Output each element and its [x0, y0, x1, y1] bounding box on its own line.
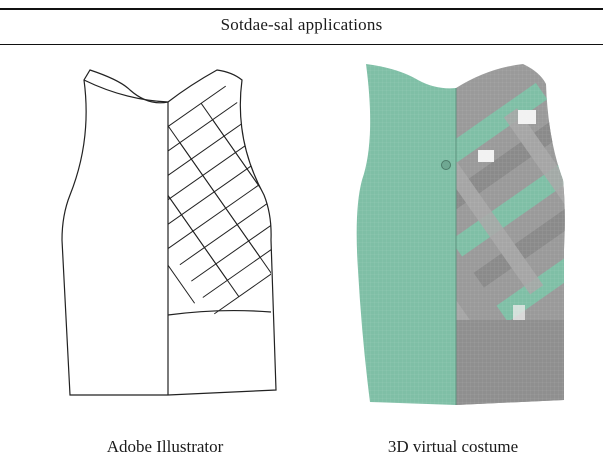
virtual-vest-render [356, 64, 565, 405]
table-title: Sotdae-sal applications [220, 15, 383, 34]
virtual-costume-figure [318, 50, 588, 440]
neckline [83, 79, 169, 103]
button-icon [441, 160, 451, 170]
table-top-rule [0, 8, 603, 10]
flat-vest-drawing [61, 69, 277, 396]
illustrator-figure [30, 50, 300, 440]
caption-virtual-costume: 3D virtual costume [387, 437, 519, 456]
hem-panel-line [167, 309, 272, 316]
vest-outline [61, 69, 277, 396]
table-header-rule [0, 44, 603, 45]
caption-illustrator: Adobe Illustrator [106, 437, 224, 456]
